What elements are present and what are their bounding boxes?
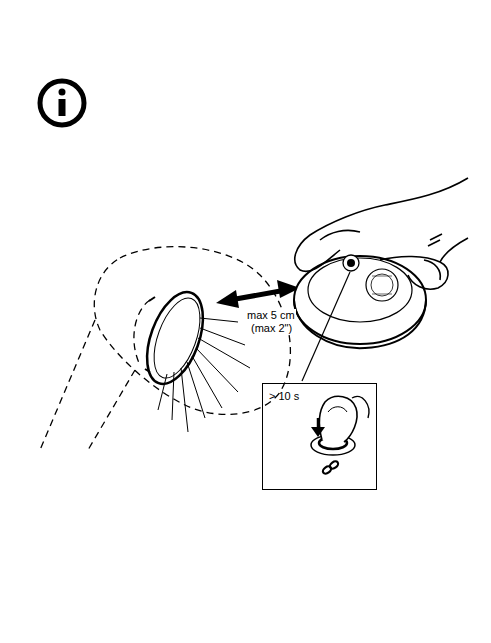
detail-inset-box: > 10 s <box>262 383 377 490</box>
lamp-outline <box>40 247 290 450</box>
dimension-label: max 5 cm <box>246 309 296 322</box>
light-rays <box>158 318 250 432</box>
duration-label: > 10 s <box>269 390 299 403</box>
leader-line <box>302 272 350 381</box>
distance-arrow <box>216 280 300 308</box>
hand <box>295 178 468 289</box>
dimension-label: (max 2") <box>250 322 293 335</box>
button-press-detail <box>311 396 369 475</box>
info-icon <box>40 81 84 125</box>
sensor-ring <box>136 285 214 392</box>
